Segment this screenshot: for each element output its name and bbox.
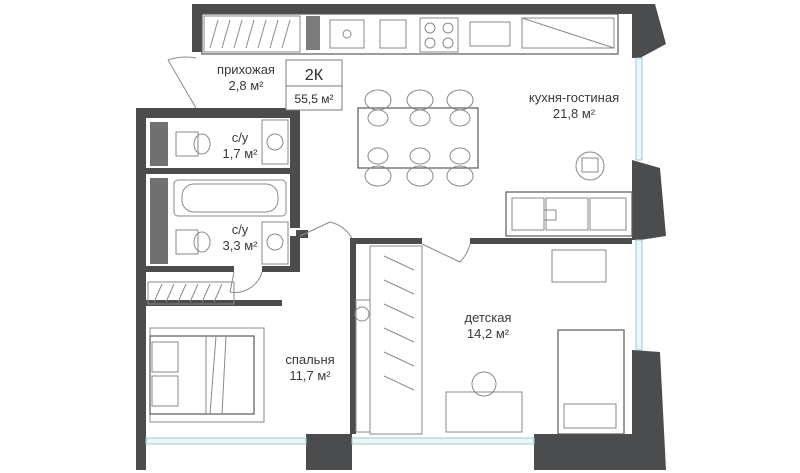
pillow-1 <box>151 341 179 373</box>
counter-body <box>201 13 619 55</box>
entry-door <box>167 56 197 109</box>
hall-wardrobe <box>203 15 301 53</box>
bathtub-inner <box>181 183 279 213</box>
window-kitchen <box>635 57 643 161</box>
toilet-2-bowl <box>193 231 211 253</box>
sink-drain <box>342 29 352 39</box>
pantry <box>521 17 615 49</box>
sofa-cushion-3 <box>589 197 627 231</box>
walls <box>136 4 666 470</box>
fridge-side <box>306 16 320 50</box>
kids-furniture <box>445 249 625 435</box>
badge-type: 2К <box>305 67 324 84</box>
room-name-kids: детская <box>465 310 512 325</box>
wall-wc-right-low <box>290 236 300 272</box>
room-labels: прихожая 2,8 м² с/у 1,7 м² с/у 3,3 м² ку… <box>217 62 619 383</box>
window-kids-bottom <box>351 437 535 445</box>
wall-bedroom-right <box>350 238 356 434</box>
dining-set <box>357 89 479 187</box>
washbasin-1 <box>261 119 289 165</box>
kids-bed-pillow <box>563 403 617 429</box>
windows <box>145 57 643 445</box>
bedroom-wardrobe <box>147 281 235 305</box>
burner-3 <box>424 37 436 49</box>
wall-wc-top <box>196 108 300 118</box>
window-kids <box>635 239 643 351</box>
sofa-cushion-2 <box>545 197 589 231</box>
wall-right-bottom <box>534 350 666 470</box>
sofa-body <box>505 191 633 237</box>
bathroom-upper <box>150 119 289 166</box>
kids-desk <box>445 391 523 433</box>
room-name-wc1: с/у <box>232 130 249 145</box>
wall-stub <box>296 230 308 238</box>
badge-frame <box>285 59 343 111</box>
hob <box>419 17 459 53</box>
dishwasher <box>379 19 407 49</box>
tv-stand <box>551 249 607 283</box>
dining-table <box>357 107 479 169</box>
badge-area: 55,5 м² <box>295 92 334 106</box>
bathtub <box>173 179 287 217</box>
kids-bed <box>557 329 625 435</box>
wall-kitchen-bottom <box>470 238 632 244</box>
armchair-seat <box>581 157 599 173</box>
room-area-hallway: 2,8 м² <box>229 78 265 93</box>
wall-wc-bottom-b <box>262 266 298 272</box>
room-area-bedroom: 11,7 м² <box>289 368 331 383</box>
kitchen-counter <box>201 13 619 55</box>
wall-top <box>192 4 632 14</box>
room-name-kitchen: кухня-гостиная <box>529 90 619 105</box>
washbasin-1-bowl <box>266 133 284 151</box>
wall-right-mid <box>632 160 666 240</box>
burner-4 <box>442 37 454 49</box>
wc1-shaft <box>150 122 168 166</box>
wall-wc-divider <box>146 168 296 174</box>
bed <box>149 335 255 415</box>
washbasin-2-bowl <box>266 233 284 251</box>
wall-left-base <box>136 430 146 470</box>
kids-wardrobe <box>369 245 423 435</box>
toilet-2 <box>175 229 199 255</box>
oven <box>469 21 511 47</box>
kids-chair <box>471 371 497 397</box>
door-wc2 <box>299 221 353 239</box>
wall-right-top <box>618 4 666 58</box>
desk-chair <box>354 306 370 322</box>
room-name-hallway: прихожая <box>217 62 275 77</box>
sink <box>329 19 365 49</box>
room-name-bedroom: спальня <box>285 352 334 367</box>
bathroom-lower <box>150 178 289 265</box>
window-bedroom <box>145 437 307 445</box>
toilet-1-bowl <box>193 133 211 155</box>
door-kids <box>421 243 471 263</box>
bedroom-furniture <box>147 245 423 435</box>
wall-bedroom-top <box>146 300 282 306</box>
sofa-pillow <box>543 209 557 221</box>
apartment-badge: 2К 55,5 м² <box>285 59 343 111</box>
room-area-wc1: 1,7 м² <box>223 146 259 161</box>
wall-top-left <box>192 4 202 52</box>
room-area-kitchen: 21,8 м² <box>553 106 596 121</box>
wall-kids-top <box>350 238 422 244</box>
sofa <box>505 151 633 237</box>
wall-wc-bottom-a <box>146 266 234 272</box>
pantry-diag <box>521 17 615 49</box>
room-name-wc2: с/у <box>232 222 249 237</box>
burner-2 <box>442 22 454 34</box>
wc2-shaft <box>150 178 168 264</box>
sofa-cushion-1 <box>511 197 545 231</box>
burner-1 <box>424 22 436 34</box>
washbasin-2 <box>261 221 289 265</box>
room-area-kids: 14,2 м² <box>467 326 510 341</box>
wall-bottom-mid <box>306 434 352 470</box>
pillow-2 <box>151 375 179 407</box>
desk-strip <box>355 299 371 433</box>
toilet-1 <box>175 131 199 157</box>
armchair <box>575 151 605 181</box>
door-wc-low <box>229 271 263 293</box>
room-area-wc2: 3,3 м² <box>223 238 259 253</box>
blanket-folds <box>205 335 227 415</box>
